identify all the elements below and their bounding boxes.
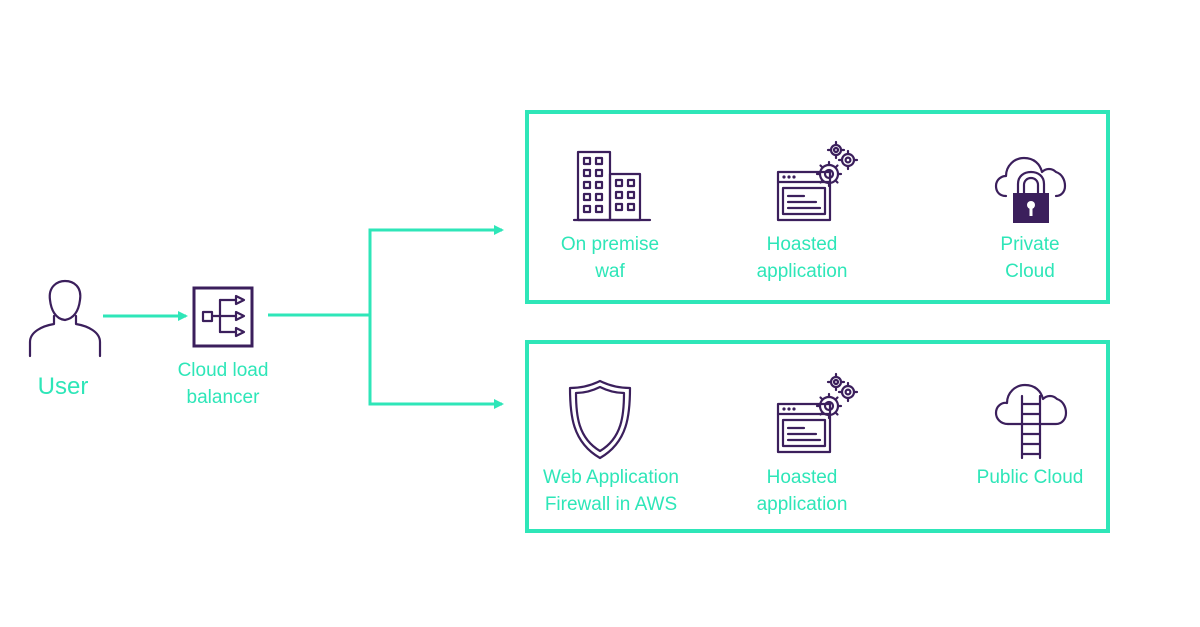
hosted-app-icon (776, 140, 859, 222)
load-balancer-icon (192, 286, 254, 348)
on-premise-waf-label: On premise waf (540, 231, 680, 285)
load-balancer-label-line1: Cloud load (177, 360, 269, 381)
hosted-application-line2: application (756, 261, 848, 282)
hosted-application-2-line1: Hoasted (766, 467, 838, 488)
hosted-app-icon (776, 372, 859, 454)
on-premise-waf-line1: On premise (560, 234, 660, 255)
user-label: User (30, 372, 96, 402)
branch-to-top-arrow (368, 225, 504, 405)
building-icon (572, 150, 652, 222)
waf-aws-line1: Web Application (543, 467, 679, 488)
user-label-text: User (37, 373, 89, 400)
private-cloud-line1: Private (1000, 234, 1060, 255)
top-group-box (525, 110, 1110, 304)
cloud-ladder-icon (994, 383, 1068, 460)
user-icon (28, 279, 102, 358)
public-cloud-line1: Public Cloud (976, 467, 1084, 488)
load-balancer-label: Cloud load balancer (163, 357, 283, 411)
private-cloud-label: Private Cloud (960, 231, 1100, 285)
hosted-application-label: Hoasted application (732, 231, 872, 285)
branch-to-bottom-arrow (368, 230, 504, 409)
on-premise-waf-line2: waf (595, 261, 625, 282)
cloud-lock-icon (994, 156, 1067, 223)
load-balancer-label-line2: balancer (186, 387, 260, 408)
hosted-application-2-line2: application (756, 494, 848, 515)
public-cloud-label: Public Cloud (955, 464, 1105, 491)
hosted-application-line1: Hoasted (766, 234, 838, 255)
private-cloud-line2: Cloud (1005, 261, 1055, 282)
bottom-group-box (525, 340, 1110, 533)
hosted-application-label-2: Hoasted application (732, 464, 872, 518)
waf-aws-label: Web Application Firewall in AWS (526, 464, 696, 518)
waf-aws-line2: Firewall in AWS (544, 494, 678, 515)
shield-icon (568, 379, 632, 460)
